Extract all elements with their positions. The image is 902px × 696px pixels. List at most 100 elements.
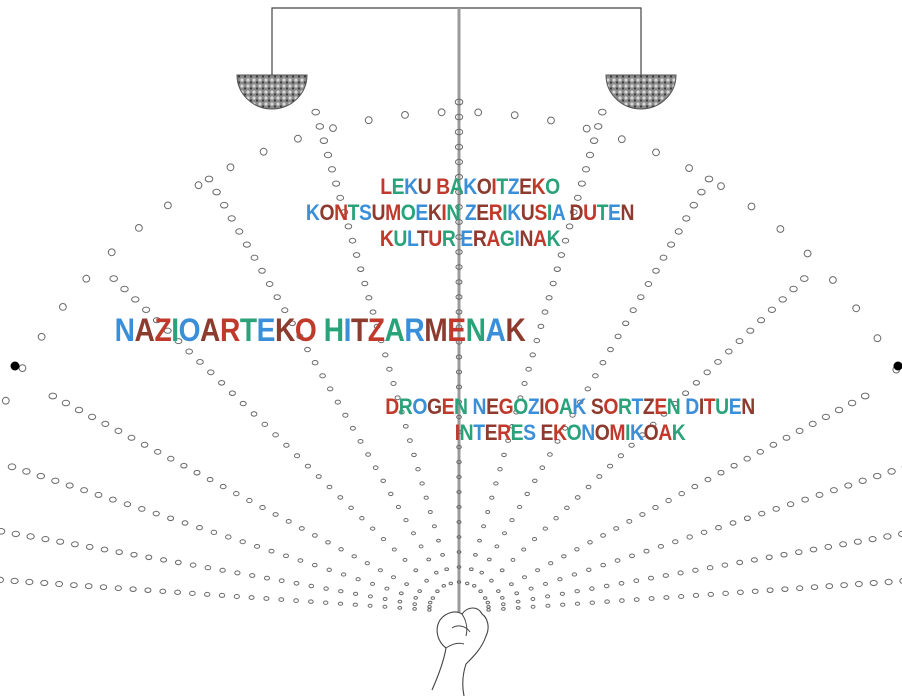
fan-dot <box>617 453 625 459</box>
fan-dot <box>600 533 606 538</box>
fan-dot <box>756 448 764 455</box>
fan-dot <box>296 333 304 340</box>
fan-dot <box>840 582 848 589</box>
fan-dot <box>525 366 532 372</box>
fan-dot <box>530 604 536 609</box>
arc-circle <box>294 134 302 143</box>
hand-outline <box>431 607 489 696</box>
fan-dot <box>643 548 650 554</box>
fan-dot <box>573 194 582 201</box>
fan-dot <box>246 497 253 504</box>
fan-dot <box>549 280 557 287</box>
fan-dot <box>250 254 259 261</box>
fan-dot <box>455 188 463 196</box>
fan-dot <box>293 598 299 603</box>
fan-dot <box>340 209 349 216</box>
fan-dot <box>456 489 462 495</box>
fan-dot <box>758 510 766 517</box>
fan-dot <box>101 420 110 427</box>
fan-dot <box>204 591 211 597</box>
fan-dot <box>263 596 270 601</box>
fan-dot <box>456 474 462 480</box>
arc-circle <box>329 124 337 133</box>
fan-dot <box>398 409 405 415</box>
fan-dot <box>509 424 516 429</box>
fan-dot <box>417 589 423 593</box>
fan-dot <box>537 323 545 329</box>
fan-dot <box>61 399 71 407</box>
fan-dot <box>898 530 902 538</box>
fan-dot <box>574 495 581 500</box>
fan-dot <box>36 472 45 480</box>
fan-dot <box>323 586 329 591</box>
fan-dot <box>585 484 592 490</box>
fan-dot <box>565 223 574 230</box>
fan-dot <box>801 496 809 503</box>
fan-dot <box>367 594 373 599</box>
fan-dot <box>531 537 538 542</box>
fan-dot <box>844 482 853 489</box>
fan-dot <box>426 557 432 562</box>
fan-dot <box>455 173 463 181</box>
fan-dot <box>585 151 595 159</box>
fan-dot <box>441 584 446 588</box>
fan-dot <box>704 175 714 183</box>
arc-circle <box>107 248 116 257</box>
fan-dot <box>261 421 269 427</box>
label-line: KONTSUMOEKIN ZERIKUSIA DUTEN <box>305 200 635 225</box>
right-bowl <box>605 74 677 110</box>
fan-dot <box>22 468 31 475</box>
fan-dot <box>382 352 389 358</box>
label-line: NAZIOARTEKO HITZARMENAK <box>114 312 526 348</box>
fan-dot <box>479 570 485 575</box>
fan-dot <box>782 434 791 441</box>
fan-dot <box>427 605 432 609</box>
hand-icon <box>431 607 489 696</box>
arc-circle <box>194 181 203 190</box>
fan-dot <box>839 541 847 548</box>
label-line: LEKU BAKOITZEKO <box>380 174 560 199</box>
fan-dot <box>574 547 580 552</box>
fan-dot <box>131 296 140 303</box>
fan-dot <box>569 412 576 418</box>
fan-dot <box>557 252 566 258</box>
fan-dot <box>561 554 567 559</box>
fan-dot <box>349 425 356 431</box>
balance-scale <box>236 7 677 612</box>
fan-dot <box>397 599 403 604</box>
fan-dot <box>273 294 281 301</box>
fan-dot <box>391 547 397 552</box>
fan-dot <box>407 438 413 443</box>
fan-dot <box>858 477 867 484</box>
fan-dot <box>239 539 246 545</box>
fan-dot <box>390 381 397 386</box>
fan-dot <box>485 600 490 605</box>
fan-dot <box>74 406 84 414</box>
fan-dot <box>456 414 462 420</box>
fan-dot <box>486 557 492 562</box>
fan-dot <box>706 565 714 571</box>
fan-dot <box>207 369 215 376</box>
fan-dot <box>455 384 463 390</box>
fan-dot <box>478 589 483 594</box>
fan-dot <box>528 586 534 591</box>
fan-dot <box>483 596 488 600</box>
fan-dot <box>348 237 357 244</box>
fan-dot <box>499 568 505 573</box>
fan-dot <box>557 577 563 582</box>
fan-dot <box>795 427 804 434</box>
fan-dot <box>342 412 349 418</box>
fan-dot <box>233 491 240 497</box>
fan-dot <box>130 551 138 558</box>
fan-dot <box>380 537 387 542</box>
fan-dot <box>351 554 357 559</box>
fan-dot <box>619 598 625 603</box>
fan-dot <box>486 605 491 609</box>
fan-dot <box>114 585 122 592</box>
fan-dot <box>402 557 408 562</box>
fan-dot <box>80 487 88 494</box>
fan-dot <box>622 320 630 327</box>
fan-dot <box>586 567 592 572</box>
fan-dot <box>109 275 118 283</box>
arc-circle <box>747 202 756 211</box>
